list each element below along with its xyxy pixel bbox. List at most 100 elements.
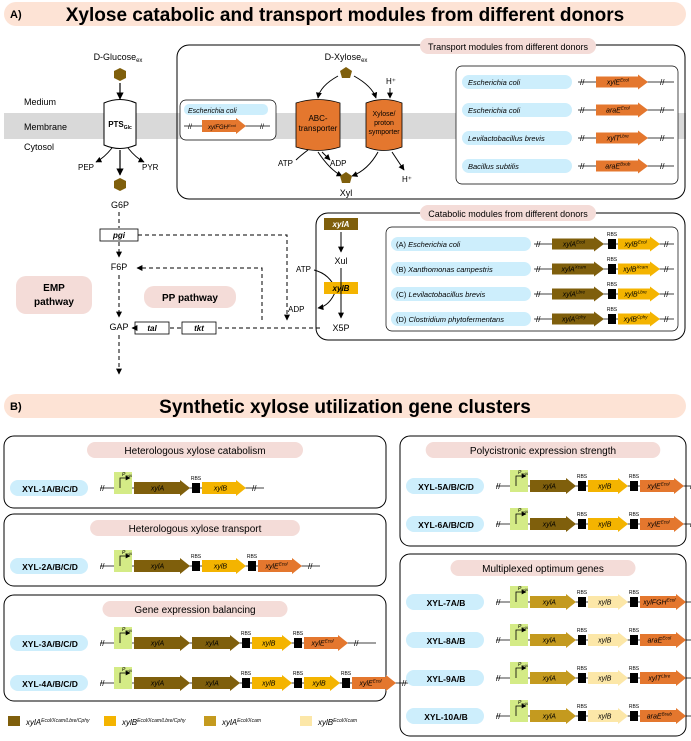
catabolic-donor-name: (A) Escherichia coli [396, 240, 461, 249]
cytosol-label: Cytosol [24, 142, 54, 152]
arrow-sym-xyl [351, 151, 379, 177]
cluster-gene-label: xylFGHEcol [642, 598, 676, 607]
xylfgh-donor: Escherichia coli [188, 108, 237, 115]
cluster-gene [352, 675, 396, 691]
break-mark: // [580, 134, 585, 143]
cluster-name: XYL-5A/B/C/D [418, 482, 474, 492]
rbs-box [578, 635, 586, 645]
break-mark: // [252, 484, 257, 493]
break-mark: // [496, 598, 501, 607]
rbs-label: RBS [577, 512, 588, 518]
promoter-label: PxylA [122, 627, 133, 633]
tal-label: tal [147, 324, 157, 333]
xyl-pentagon [340, 172, 352, 183]
break-mark: // [536, 240, 541, 249]
cluster-gene-label: xylB [597, 714, 612, 721]
rbs-label: RBS [293, 671, 304, 677]
rbs-label: RBS [607, 307, 618, 313]
rbs-box [630, 519, 638, 529]
cluster-gene [192, 635, 240, 651]
cluster-gene-label: xylB [597, 638, 612, 645]
cluster-pill [406, 708, 484, 724]
catabolic-xylb-label: xylBEcol [624, 240, 648, 249]
xyla-enzyme: xylA [332, 220, 350, 229]
transport-gene [596, 102, 648, 118]
cluster-gene [640, 708, 686, 724]
rbs-label: RBS [629, 704, 640, 710]
rbs-label: RBS [577, 590, 588, 596]
promoter-arrow [119, 553, 131, 566]
part-b-banner [4, 394, 686, 418]
cluster-gene [640, 670, 686, 686]
transport-donor-rows: Escherichia coli//xylEEcol//Escherichia … [462, 74, 674, 174]
panel-polycistronic-title: Polycistronic expression strength [470, 446, 616, 457]
break-mark: // [496, 520, 501, 529]
g6p-label: G6P [111, 200, 129, 210]
panel-expression-balancing-title: Gene expression balancing [134, 605, 255, 616]
rbs-box [242, 678, 250, 688]
sym-label-1: Xylose/ [373, 111, 396, 118]
arrow-xylose-sym [353, 75, 378, 99]
cluster-gene [640, 594, 686, 610]
cluster-gene [530, 478, 576, 494]
cluster-gene-label: xylB [597, 522, 612, 529]
rbs-label: RBS [241, 671, 252, 677]
cluster-gene-label: xylB [213, 486, 228, 493]
cluster-gene-label: xylTLbre [647, 674, 670, 683]
panel-xylose-transport-title: Heterologous xylose transport [129, 524, 262, 535]
break-mark: // [496, 482, 501, 491]
cluster-gene [588, 516, 628, 532]
atp-transport: ATP [278, 159, 293, 168]
cluster-pill [10, 675, 88, 691]
svg-text://: // [188, 124, 192, 131]
cluster-gene [134, 480, 190, 496]
break-mark: // [100, 679, 105, 688]
part-a-banner [4, 2, 686, 26]
rbs-box [192, 561, 200, 571]
cluster-gene [258, 558, 302, 574]
cluster-gene-label: xylA [542, 522, 557, 529]
catabolic-xyla-label: xylALbre [562, 290, 586, 299]
cluster-gene-label: xylB [597, 484, 612, 491]
transport-title-pill [420, 38, 596, 54]
panel-xylose-transport [3, 513, 387, 587]
rbs-box [294, 638, 302, 648]
emp-pathway-pill [16, 276, 92, 314]
transport-donor-name: Levilactobacillus brevis [468, 134, 545, 143]
panel-expression-balancing-title-pill [102, 601, 288, 617]
rbs-box [578, 673, 586, 683]
transport-gene-label: araEBsub [605, 162, 631, 171]
cluster-gene [304, 635, 348, 651]
xylfgh-donor-pill [184, 104, 268, 115]
catabolic-xylb-label: xylBXcam [622, 265, 648, 274]
cluster-gene [134, 675, 190, 691]
rbs-label: RBS [607, 257, 618, 263]
cluster-gene-label: xylA [542, 676, 557, 683]
adp-catabolic: ADP [288, 305, 304, 314]
sym-label-2: proton [374, 120, 394, 127]
rbs-box [248, 561, 256, 571]
catabolic-title-pill [420, 205, 596, 221]
sym-label-3: symporter [368, 129, 400, 136]
promoter-arrow [119, 630, 131, 643]
catabolic-xylb-label: xylBCphy [623, 315, 648, 324]
catabolic-donor-pill [391, 262, 531, 276]
break-mark: // [580, 106, 585, 115]
rbs-box [608, 314, 616, 324]
promoter-label: PxylA [518, 508, 529, 514]
medium-label: Medium [24, 97, 56, 107]
gap-label: GAP [109, 322, 128, 332]
cluster-gene-label: xylA [542, 600, 557, 607]
arrow-pyr [127, 147, 145, 163]
transport-donor-list [455, 65, 679, 185]
panel-xylose-catabolism-title: Heterologous xylose catabolism [124, 446, 265, 457]
rbs-box [630, 635, 638, 645]
legend-swatch [300, 716, 312, 726]
rbs-label: RBS [191, 554, 202, 560]
promoter-label: PxylA [518, 662, 529, 668]
cluster-name: XYL-9A/B [427, 674, 466, 684]
break-mark: // [660, 162, 665, 171]
abc-label-1: ABC- [308, 114, 327, 123]
arrow-xylose-abc [315, 75, 339, 99]
